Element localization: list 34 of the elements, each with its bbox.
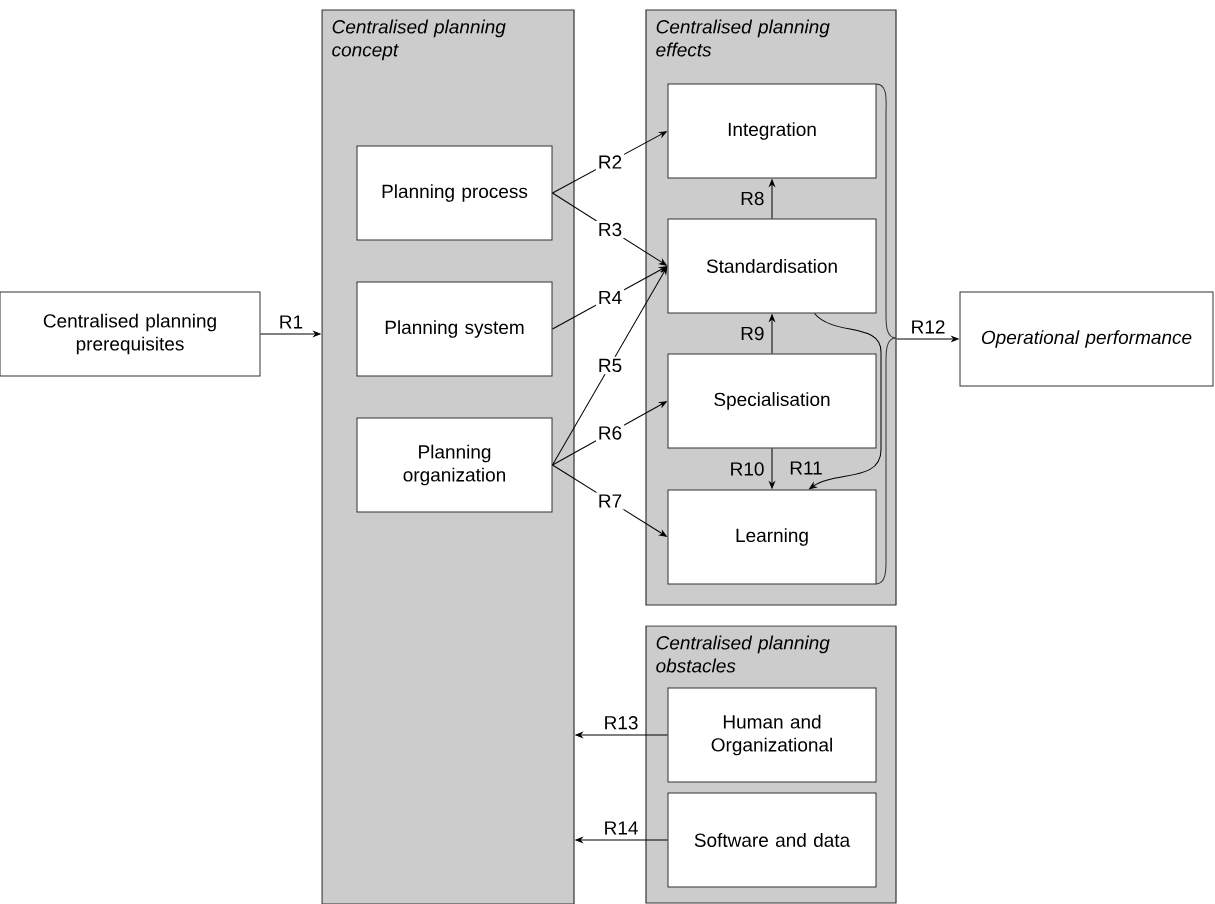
arrow [896, 336, 959, 342]
text-box: Planning organization [356, 417, 553, 513]
text-box: Planning process [356, 145, 553, 241]
text-box: Operational performance [959, 291, 1214, 387]
edge-label: R10 [731, 462, 764, 476]
arrow [809, 313, 882, 490]
edge-label: R14 [605, 821, 638, 835]
arrow [769, 179, 775, 219]
edge-label: R7 [595, 492, 625, 510]
arrow [575, 732, 668, 738]
text-box: Software and data [667, 792, 877, 888]
edge-label: R8 [741, 191, 764, 206]
text-box: Human and Organizational [667, 687, 877, 783]
text-box: Integration [667, 83, 877, 179]
edge-label: R9 [741, 326, 764, 341]
edge-label: R11 [790, 461, 822, 475]
edge-label: R5 [595, 356, 625, 375]
arrow [769, 314, 775, 354]
edge-label: R3 [595, 220, 625, 239]
arrow [260, 331, 321, 337]
edge-label: R13 [605, 716, 638, 730]
text-box: Planning system [356, 281, 553, 377]
edge-label: R2 [595, 153, 625, 171]
text-box: Learning [667, 489, 877, 585]
edge-label: R4 [595, 288, 625, 306]
text-box: Standardisation [667, 218, 877, 314]
edge-label: R1 [280, 315, 303, 329]
edge-label: R6 [595, 424, 625, 442]
arrow [769, 448, 775, 489]
arrow [552, 266, 668, 466]
edge-label: R12 [912, 320, 945, 334]
arrow [575, 837, 668, 843]
text-box: Centralised planning prerequisites [0, 291, 261, 377]
text-box: Specialisation [667, 353, 877, 449]
